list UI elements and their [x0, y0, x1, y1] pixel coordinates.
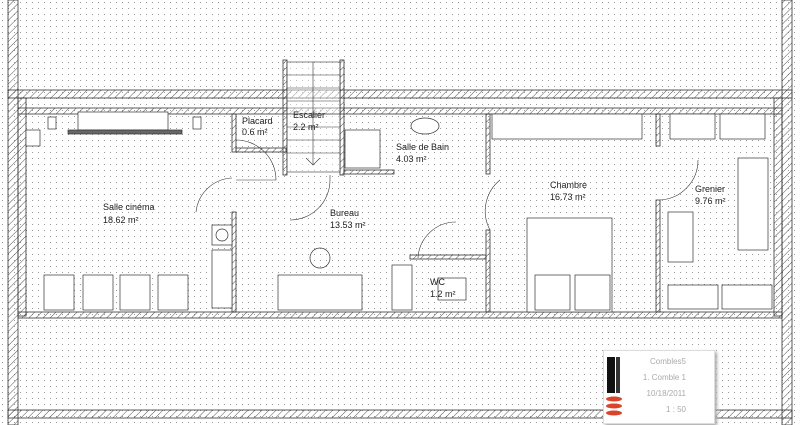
- room-area: 18.62 m²: [103, 215, 139, 225]
- room-name: WC: [430, 277, 445, 287]
- project-name: Combles5: [649, 357, 686, 366]
- title-block: Combles5 1. Comble 1 10/18/2011 1 : 50: [603, 350, 715, 424]
- room-name: Chambre: [550, 180, 587, 190]
- room-area: 9.76 m²: [695, 196, 726, 206]
- room-area: 16.73 m²: [550, 192, 586, 202]
- interior-walls: [231, 59, 661, 313]
- outer-walls: [7, 0, 793, 425]
- room-area: 4.03 m²: [396, 154, 427, 164]
- room-name: Placard: [242, 116, 273, 126]
- room-name: Salle de Bain: [396, 142, 449, 152]
- room-area: 13.53 m²: [330, 220, 366, 230]
- micro-application-logo: [606, 357, 622, 416]
- room-area: 0.6 m²: [242, 127, 268, 137]
- room-area: 2.2 m²: [293, 122, 319, 132]
- furniture: [25, 111, 773, 313]
- room-name: Escalier: [293, 110, 325, 120]
- room-labels: Salle cinéma 18.62 m² Placard 0.6 m² Esc…: [103, 110, 726, 299]
- doors[interactable]: [195, 139, 699, 259]
- level-name: 1. Comble 1: [642, 373, 686, 382]
- room-area: 1.2 m²: [430, 289, 456, 299]
- room-name: Salle cinéma: [103, 202, 155, 212]
- date: 10/18/2011: [646, 389, 686, 398]
- room-name: Bureau: [330, 208, 359, 218]
- scale: 1 : 50: [665, 405, 686, 414]
- room-name: Grenier: [695, 184, 725, 194]
- staircase: [286, 61, 341, 173]
